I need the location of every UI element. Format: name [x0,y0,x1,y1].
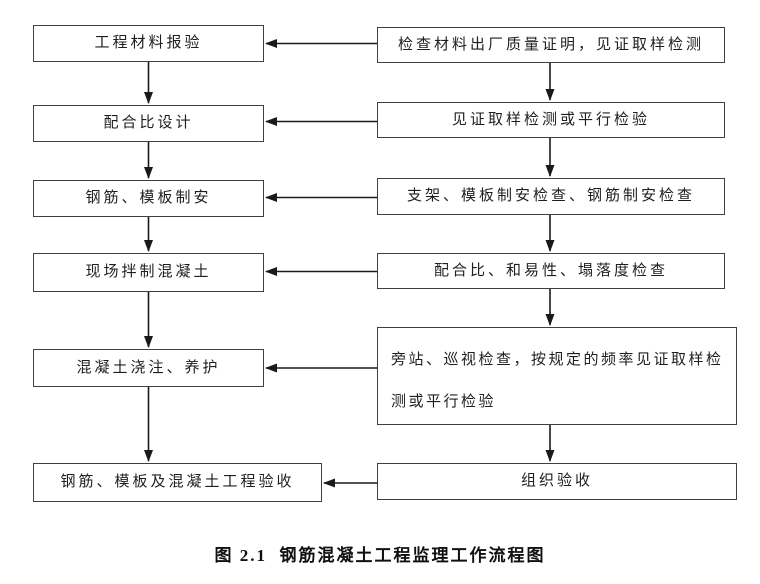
flow-node-support-formwork-check: 支架、模板制安检查、钢筋制安检查 [377,178,725,215]
flow-node-side-station-inspection: 旁站、巡视检查，按规定的频率见证取样检测或平行检验 [377,327,737,425]
flow-node-mix-design: 配合比设计 [33,105,264,142]
flow-node-organize-acceptance: 组织验收 [377,463,737,500]
flow-node-project-acceptance: 钢筋、模板及混凝土工程验收 [33,463,322,502]
flow-node-witness-sampling-test: 见证取样检测或平行检验 [377,102,725,138]
flow-node-rebar-formwork: 钢筋、模板制安 [33,180,264,217]
flow-node-factory-certificate-check: 检查材料出厂质量证明，见证取样检测 [377,27,725,63]
flow-node-pouring-curing: 混凝土浇注、养护 [33,349,264,387]
flow-node-site-mix-concrete: 现场拌制混凝土 [33,253,264,292]
figure-caption: 图 2.1 钢筋混凝土工程监理工作流程图 [214,546,546,565]
flow-node-mix-ratio-slump-check: 配合比、和易性、塌落度检查 [377,253,725,289]
flow-node-material-inspection: 工程材料报验 [33,25,264,62]
